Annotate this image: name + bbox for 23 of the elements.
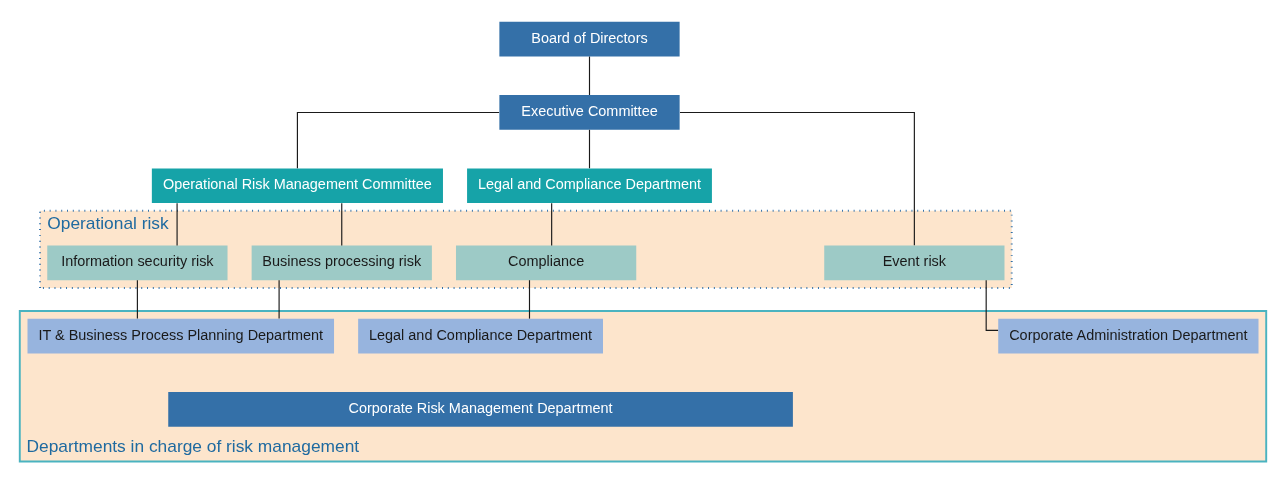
- node-box: Compliance: [456, 245, 637, 281]
- connector: [679, 111, 915, 246]
- connector: [588, 56, 591, 96]
- node-box: IT & Business Process Planning Department: [27, 318, 335, 354]
- connector: [588, 129, 591, 169]
- connector: [985, 279, 999, 331]
- connector: [341, 202, 343, 246]
- node-box: Business processing risk: [251, 245, 432, 281]
- node-box: Corporate Administration Department: [998, 318, 1259, 354]
- connector: [551, 202, 553, 246]
- node-box: Board of Directors: [499, 21, 680, 57]
- connector: [296, 111, 500, 169]
- node-box: Legal and Compliance Department: [467, 168, 712, 204]
- node-box: Event risk: [824, 245, 1005, 281]
- node-box: Information security risk: [47, 245, 228, 281]
- connector: [528, 279, 531, 320]
- node-box: Corporate Risk Management Department: [168, 392, 793, 427]
- connector: [136, 279, 138, 320]
- node-box: Operational Risk Management Committee: [151, 168, 443, 204]
- connector: [278, 279, 280, 320]
- connector: [176, 202, 178, 246]
- node-box: Legal and Compliance Department: [358, 318, 603, 354]
- node-box: Executive Committee: [499, 95, 680, 130]
